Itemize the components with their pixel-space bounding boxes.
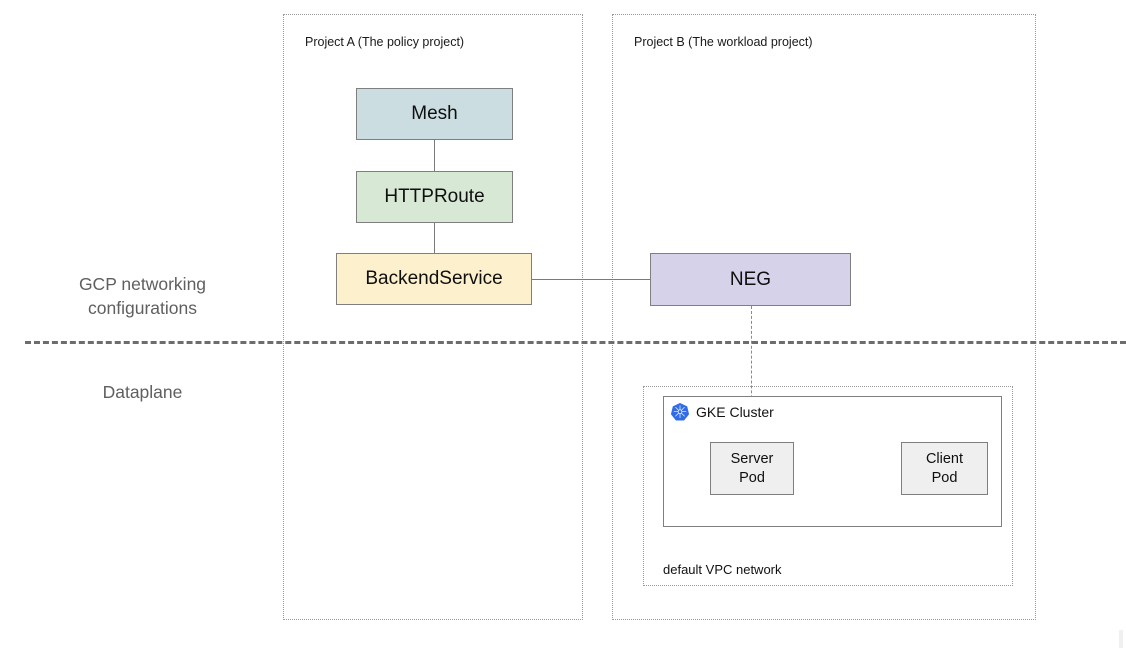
node-server-pod-label: Server Pod [730, 451, 774, 486]
layer-divider [25, 341, 1126, 344]
group-default-vpc-network-label: default VPC network [663, 562, 782, 577]
layer-label-control-plane: GCP networking configurations [78, 274, 207, 318]
edge-neg-to-server-pod [751, 306, 752, 443]
edge-backendservice-to-neg [531, 279, 651, 280]
node-neg-label: NEG [729, 268, 772, 290]
node-httproute-label: HTTPRoute [384, 186, 485, 208]
node-backendservice-label: BackendService [365, 268, 503, 290]
group-default-vpc-network [643, 386, 1013, 586]
node-httproute[interactable]: HTTPRoute [356, 171, 513, 223]
node-mesh[interactable]: Mesh [356, 88, 513, 140]
node-server-pod[interactable]: Server Pod [710, 442, 794, 495]
node-backendservice[interactable]: BackendService [336, 253, 532, 305]
edge-mesh-to-httproute [434, 139, 435, 174]
edge-artifact [1119, 630, 1123, 648]
gke-cluster-header: GKE Cluster [670, 402, 774, 422]
group-project-a-label: Project A (The policy project) [305, 35, 465, 49]
group-project-b [612, 14, 1036, 620]
node-client-pod[interactable]: Client Pod [901, 442, 988, 495]
group-project-b-label: Project B (The workload project) [634, 35, 813, 49]
layer-label-dataplane: Dataplane [102, 382, 183, 402]
node-neg[interactable]: NEG [650, 253, 851, 306]
edge-httproute-to-backendservice [434, 222, 435, 254]
kubernetes-icon [670, 402, 690, 421]
node-mesh-label: Mesh [411, 103, 458, 125]
group-project-a [283, 14, 583, 620]
gke-cluster-label: GKE Cluster [696, 404, 774, 420]
node-client-pod-label: Client Pod [925, 451, 964, 486]
